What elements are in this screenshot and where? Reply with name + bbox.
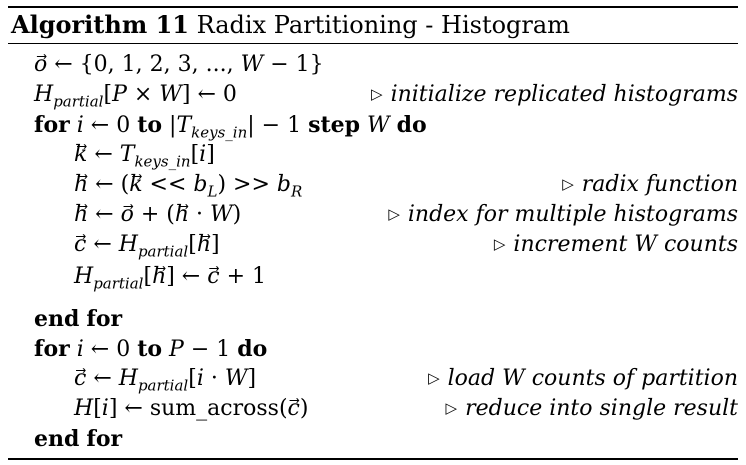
algorithm-line: end for xyxy=(0,424,746,454)
algorithm-line: Hpartial[h⃗] ← c⃗ + 1 xyxy=(0,262,746,292)
line-statement: h⃗ ← o⃗ + (h⃗ · W) xyxy=(74,202,242,227)
algorithm-line: H[i] ← sum_across(c⃗) ▷ reduce into single… xyxy=(0,394,746,424)
comment-text: initialize replicated histograms xyxy=(390,82,738,107)
line-statement: Hpartial[h⃗] ← c⃗ + 1 xyxy=(74,264,266,293)
caption-rule xyxy=(8,43,738,44)
line-statement: end for xyxy=(34,306,123,332)
comment-text: reduce into single result xyxy=(465,396,738,421)
line-statement: k⃗ ← Tkeys_in[i] xyxy=(74,142,215,171)
algorithm-title: Radix Partitioning - Histogram xyxy=(196,11,570,39)
line-statement: H[i] ← sum_across(c⃗) xyxy=(74,396,309,421)
bottom-rule xyxy=(8,458,738,460)
comment-triangle-icon: ▷ xyxy=(428,369,440,387)
line-statement: end for xyxy=(34,426,123,452)
line-comment: ▷ index for multiple histograms xyxy=(388,200,738,231)
algorithm-line: c⃗ ← Hpartial[h⃗] ▷ increment W counts xyxy=(0,230,746,260)
comment-text: index for multiple histograms xyxy=(407,202,738,227)
line-comment: ▷ radix function xyxy=(562,170,738,201)
line-comment: ▷ initialize replicated histograms xyxy=(371,80,738,111)
algorithm-line: h⃗ ← o⃗ + (h⃗ · W) ▷ index for multiple hi… xyxy=(0,200,746,230)
line-statement: h⃗ ← (k⃗ << bL) >> bR xyxy=(74,172,303,201)
line-statement: c⃗ ← Hpartial[i · W] xyxy=(74,366,257,395)
comment-triangle-icon: ▷ xyxy=(388,205,400,223)
line-comment: ▷ increment W counts xyxy=(494,230,738,261)
line-comment: ▷ reduce into single result xyxy=(446,394,738,425)
line-statement: o⃗ ← {0, 1, 2, 3, ..., W − 1} xyxy=(34,52,324,77)
comment-triangle-icon: ▷ xyxy=(562,175,574,193)
algorithm-line: for i ← 0 to P − 1 do xyxy=(0,334,746,364)
line-statement: for i ← 0 to P − 1 do xyxy=(34,336,268,362)
algorithm-line: for i ← 0 to |Tkeys_in| − 1 step W do xyxy=(0,110,746,141)
algorithm-line: k⃗ ← Tkeys_in[i] xyxy=(0,140,746,170)
line-statement: Hpartial[P × W] ← 0 xyxy=(34,82,237,111)
algorithm-label: Algorithm 11 xyxy=(11,10,189,39)
algorithm-caption: Algorithm 11 Radix Partitioning - Histog… xyxy=(11,10,570,42)
comment-text: radix function xyxy=(581,172,738,197)
comment-text: increment W counts xyxy=(513,232,738,257)
top-rule xyxy=(8,6,738,8)
algorithm-line: c⃗ ← Hpartial[i · W] ▷ load W counts of pa… xyxy=(0,364,746,394)
line-statement: for i ← 0 to |Tkeys_in| − 1 step W do xyxy=(34,112,427,142)
comment-text: load W counts of partition xyxy=(447,366,738,391)
comment-triangle-icon: ▷ xyxy=(371,85,383,103)
algorithm-line: end for xyxy=(0,304,746,334)
algorithm-line: Hpartial[P × W] ← 0 ▷ initialize replicate… xyxy=(0,80,746,110)
comment-triangle-icon: ▷ xyxy=(445,399,458,417)
algorithm-line: o⃗ ← {0, 1, 2, 3, ..., W − 1} xyxy=(0,50,746,80)
algorithm-line: h⃗ ← (k⃗ << bL) >> bR ▷ radix function xyxy=(0,170,746,200)
comment-triangle-icon: ▷ xyxy=(493,235,506,253)
line-comment: ▷ load W counts of partition xyxy=(428,364,738,395)
line-statement: c⃗ ← Hpartial[h⃗] xyxy=(74,232,220,261)
